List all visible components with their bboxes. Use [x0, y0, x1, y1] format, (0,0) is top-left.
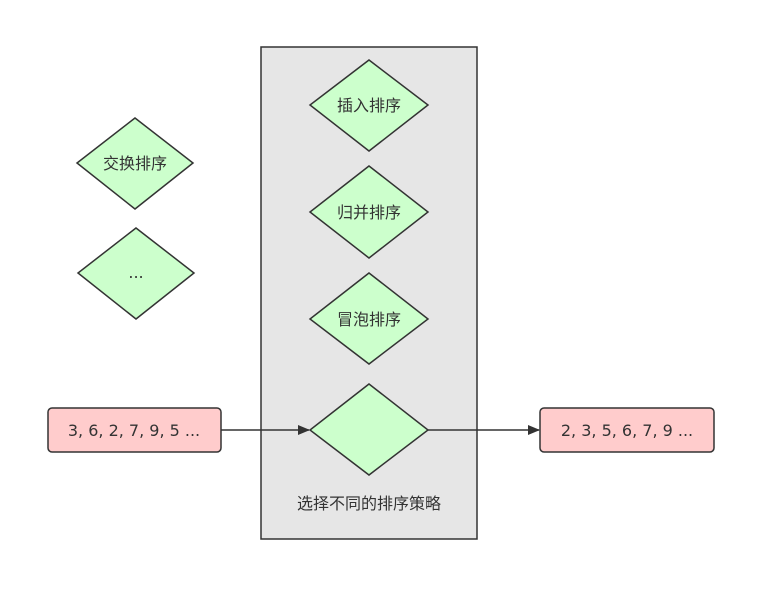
output-array-label: 2, 3, 5, 6, 7, 9 ... — [561, 421, 693, 440]
diamond-more-label: ... — [128, 263, 143, 282]
diamond-bubble-sort[interactable]: 冒泡排序 — [308, 272, 430, 365]
diamond-insertion-sort[interactable]: 插入排序 — [308, 59, 430, 152]
input-array-label: 3, 6, 2, 7, 9, 5 ... — [68, 421, 200, 440]
diamond-more[interactable]: ... — [76, 227, 196, 320]
diamond-bubble-sort-label: 冒泡排序 — [337, 310, 401, 329]
container-caption: 选择不同的排序策略 — [297, 494, 441, 513]
diamond-insertion-sort-label: 插入排序 — [337, 96, 401, 115]
input-array-box[interactable]: 3, 6, 2, 7, 9, 5 ... — [47, 407, 222, 453]
diamond-merge-sort-label: 归并排序 — [337, 203, 401, 222]
diamond-exchange-sort-label: 交换排序 — [103, 154, 167, 173]
diamond-exchange-sort[interactable]: 交换排序 — [75, 117, 195, 210]
output-array-box[interactable]: 2, 3, 5, 6, 7, 9 ... — [539, 407, 715, 453]
diamond-merge-sort[interactable]: 归并排序 — [308, 165, 430, 259]
diamond-selected-strategy[interactable] — [308, 383, 430, 476]
